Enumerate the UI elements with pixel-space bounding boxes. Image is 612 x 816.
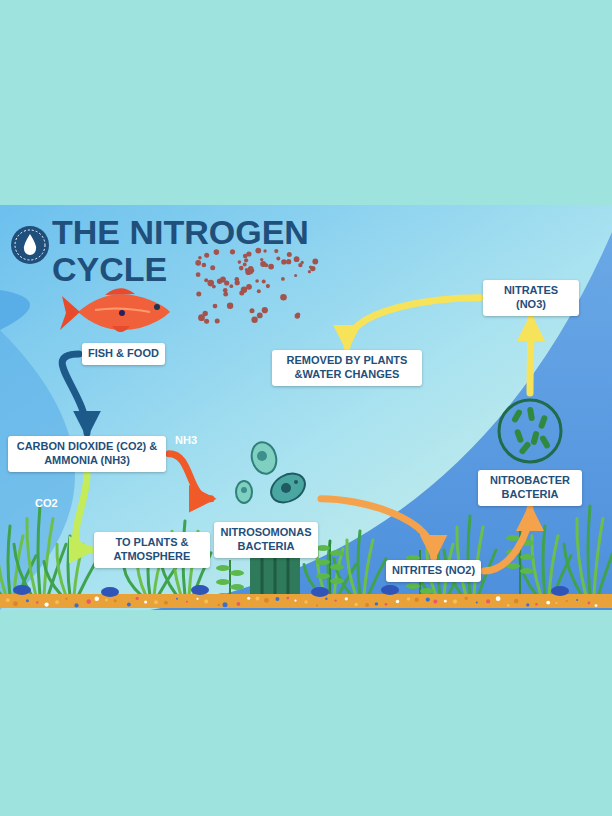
label-box: NITRATES (NO3) bbox=[483, 280, 579, 316]
node-label: TO PLANTS & ATMOSPHERE bbox=[94, 532, 210, 568]
bacteria-icon bbox=[216, 440, 316, 518]
label-box: REMOVED BY PLANTS &WATER CHANGES bbox=[272, 350, 422, 386]
flow-arrow bbox=[321, 499, 434, 557]
plants bbox=[0, 506, 612, 604]
diagram-title: THE NITROGEN CYCLE bbox=[52, 214, 352, 287]
gravel-stones bbox=[6, 585, 597, 608]
flow-arrow bbox=[76, 475, 91, 550]
food-pellets bbox=[195, 248, 318, 324]
flow-arrow bbox=[530, 319, 531, 394]
node-label: FISH & FOOD bbox=[82, 343, 165, 365]
label-box: NITRITES (NO2) bbox=[386, 560, 481, 582]
node-label: NITRATES (NO3) bbox=[483, 280, 579, 316]
bacteria-node: NITROBACTER BACTERIA bbox=[478, 396, 582, 506]
node-label: NITROSOMONAS BACTERIA bbox=[214, 522, 318, 558]
node-label: NITRITES (NO2) bbox=[386, 560, 481, 582]
flow-arrow bbox=[484, 509, 530, 571]
bacteria-circle-icon bbox=[495, 396, 565, 466]
edge-label: NH3 bbox=[175, 434, 197, 446]
panel-ground bbox=[0, 205, 612, 610]
edge-label: CO2 bbox=[35, 497, 58, 509]
water-region bbox=[150, 232, 612, 610]
label-box: TO PLANTS & ATMOSPHERE bbox=[94, 532, 210, 568]
node-label: NITROBACTER BACTERIA bbox=[478, 470, 582, 506]
fish bbox=[60, 288, 170, 332]
label-box: FISH & FOOD bbox=[82, 343, 165, 365]
label-box: CARBON DIOXIDE (CO2) & AMMONIA (NH3) bbox=[8, 436, 166, 472]
bacteria-node: NITROSOMONAS BACTERIA bbox=[214, 440, 318, 558]
gravel bbox=[0, 594, 612, 608]
node-label: REMOVED BY PLANTS &WATER CHANGES bbox=[272, 350, 422, 386]
flow-arrow bbox=[169, 454, 211, 499]
node-label: CARBON DIOXIDE (CO2) & AMMONIA (NH3) bbox=[8, 436, 166, 472]
ground-shade bbox=[0, 290, 30, 330]
flow-arrow bbox=[347, 298, 480, 347]
flow-arrow bbox=[62, 354, 87, 433]
logo bbox=[11, 226, 49, 264]
